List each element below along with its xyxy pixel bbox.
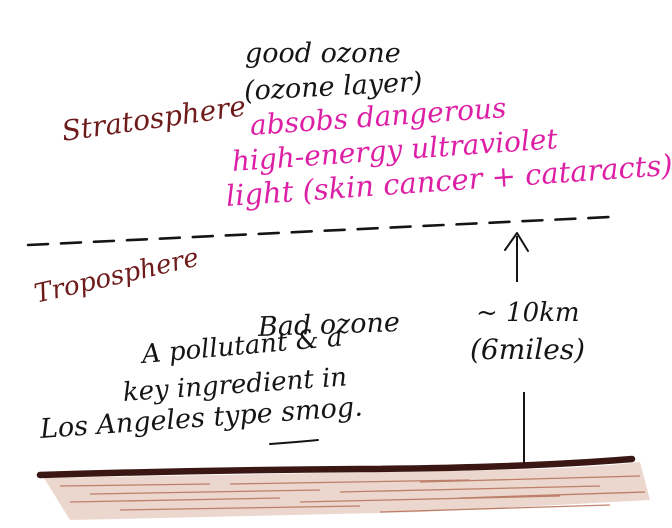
ground-line [36, 455, 636, 479]
ground-shading [44, 462, 650, 520]
type-underline [269, 439, 319, 445]
ground-hatching [59, 475, 646, 513]
height-arrow-head [504, 232, 529, 252]
good-ozone-title: good ozone [245, 38, 401, 69]
height-miles-label: (6miles) [470, 333, 586, 366]
height-km-label: ~ 10km [476, 298, 580, 328]
